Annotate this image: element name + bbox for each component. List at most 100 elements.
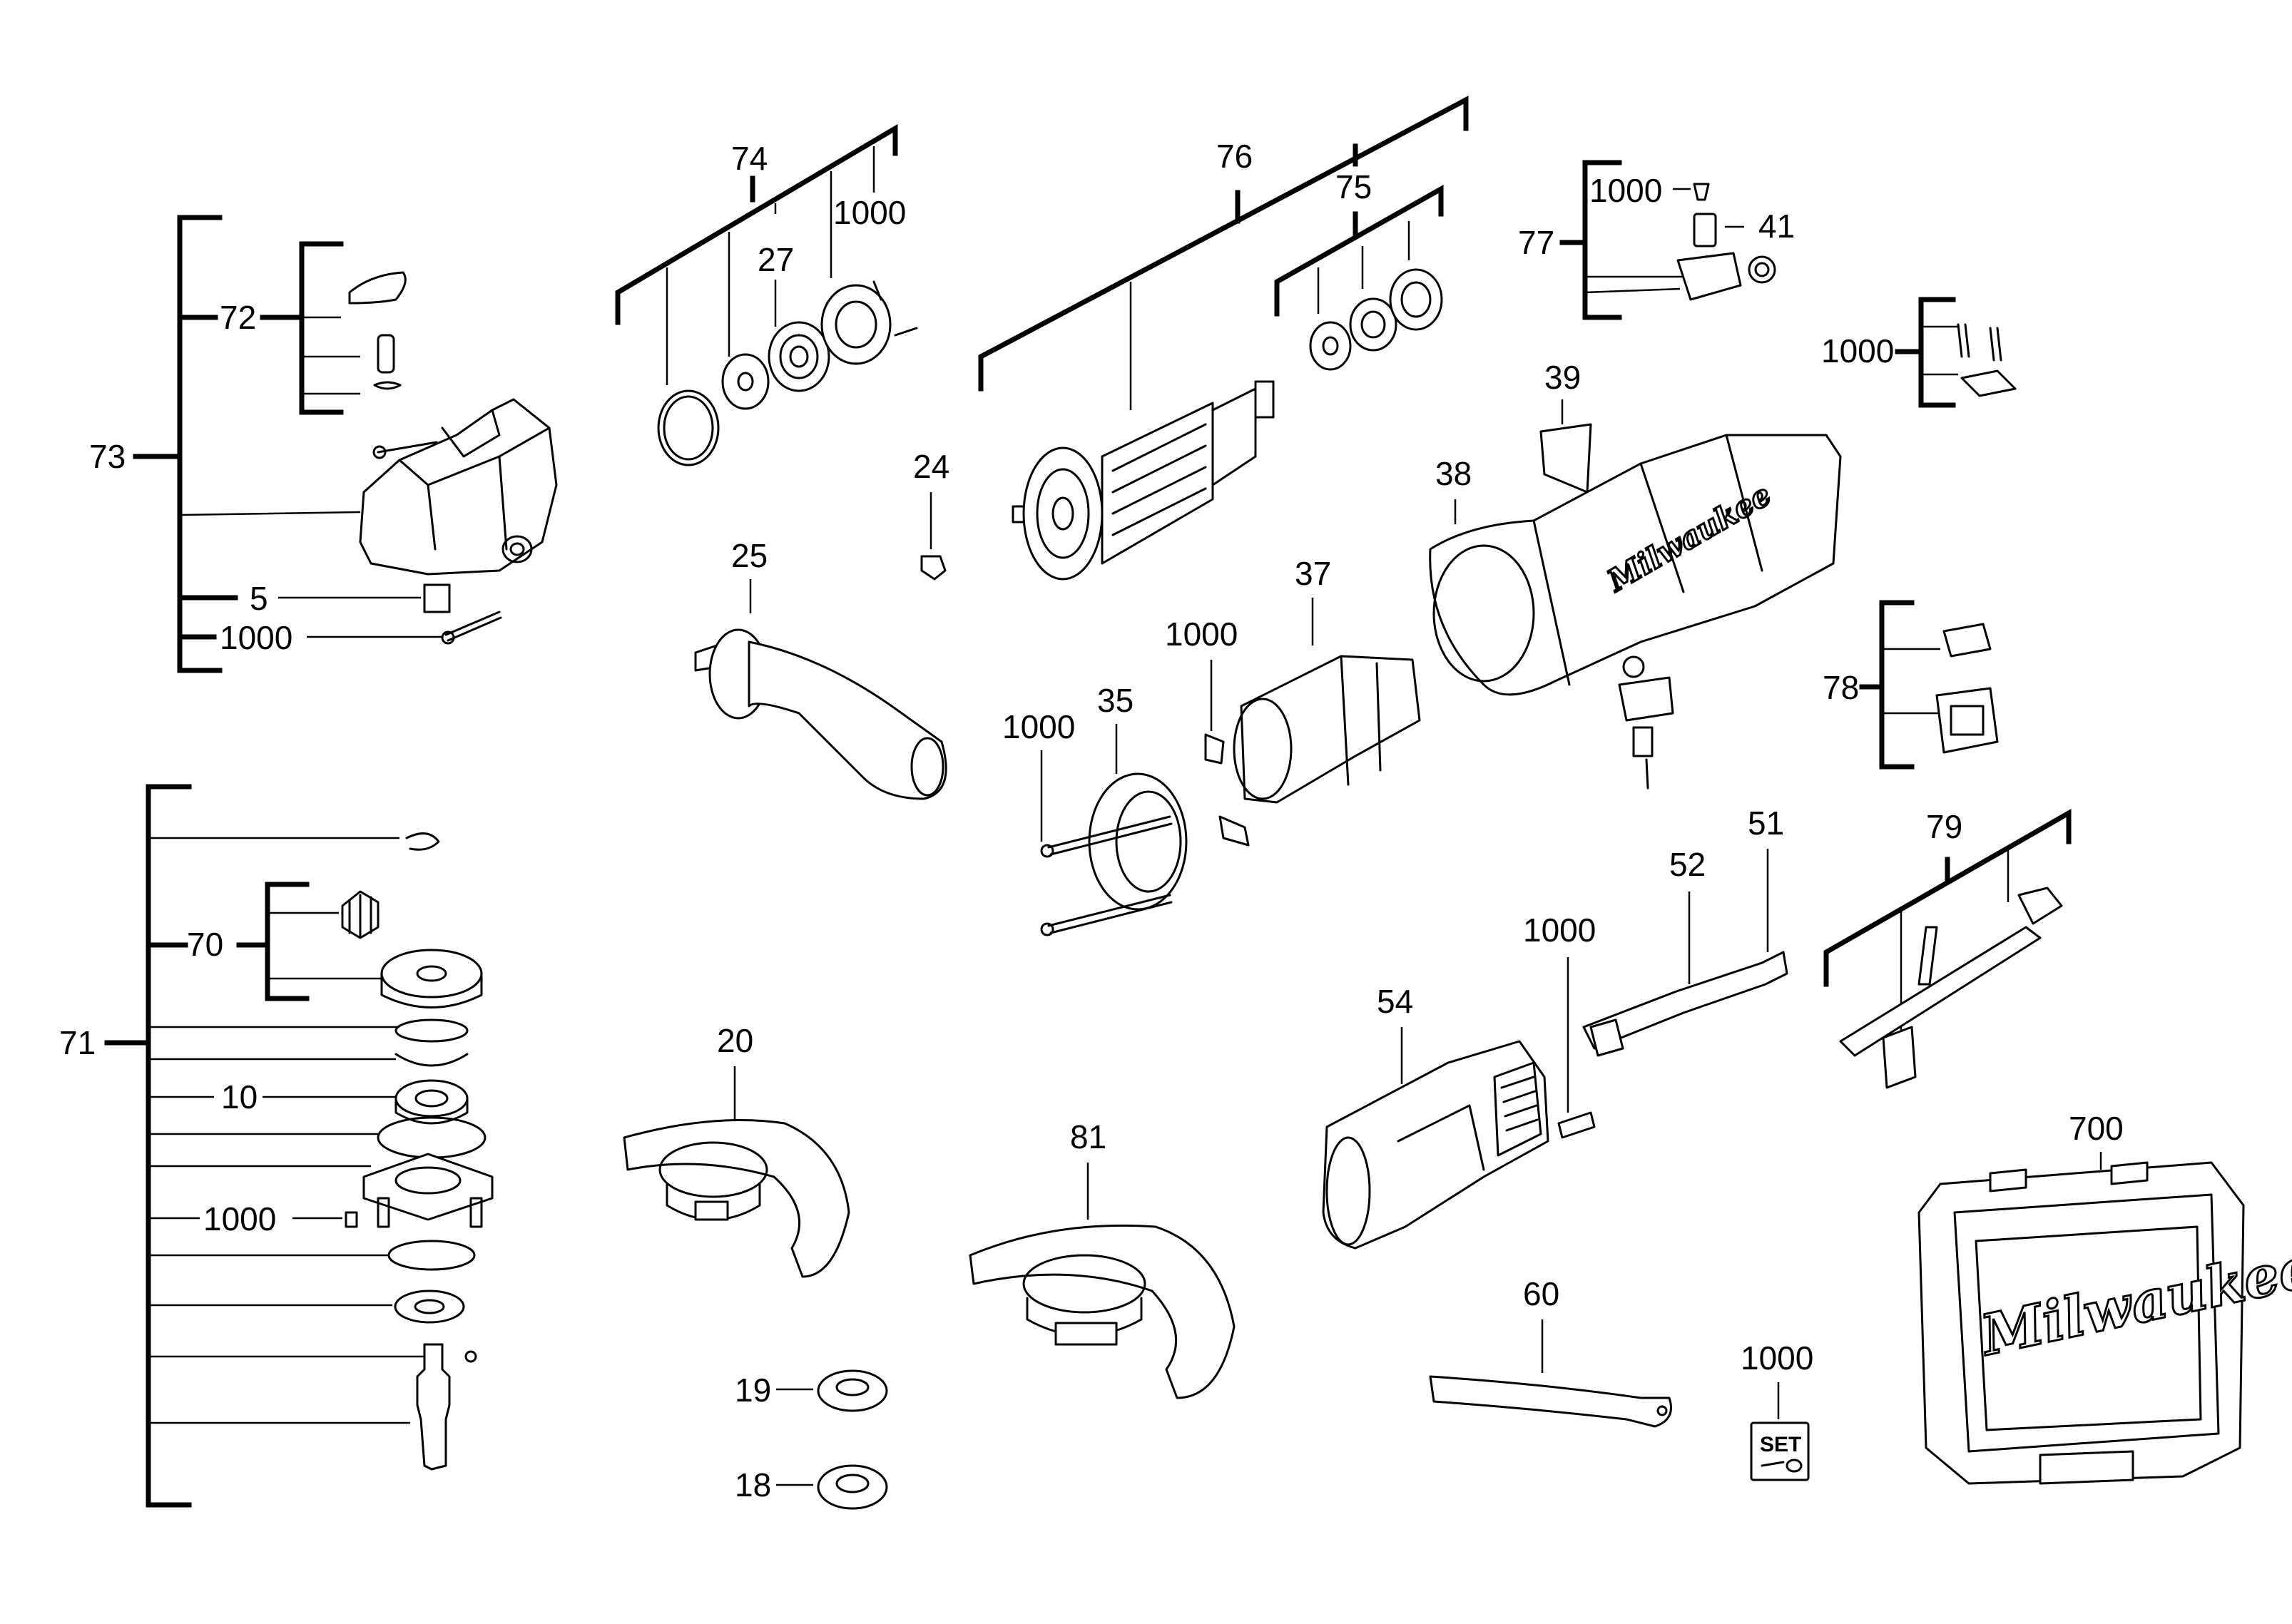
screw-f1 — [1047, 815, 1173, 856]
callout-76: 76 — [1216, 138, 1253, 175]
rear-cover — [1322, 1040, 1549, 1250]
bracket-76 — [978, 96, 1469, 392]
screws-h — [345, 1197, 483, 1228]
bevel-gear — [380, 949, 483, 999]
callout-27: 27 — [758, 241, 794, 278]
guard-81-clamp — [1054, 1322, 1118, 1346]
group-60-spanner: 60 — [1429, 1275, 1672, 1428]
callout-74: 74 — [731, 140, 768, 177]
callout-1000-h: 1000 — [203, 1200, 276, 1237]
callout-1000-b: 1000 — [833, 194, 906, 231]
screw-d1 — [1957, 323, 1970, 358]
callout-52: 52 — [1669, 846, 1706, 883]
callout-18: 18 — [735, 1466, 771, 1503]
group-77-switch: 77 1000 41 — [1518, 160, 1795, 320]
callout-1000-d: 1000 — [1821, 332, 1894, 369]
washer — [721, 353, 770, 410]
switch-rod — [1839, 926, 2042, 1057]
switch-part-41 — [1693, 213, 1717, 247]
armature-tip — [1254, 380, 1275, 419]
key — [464, 1350, 477, 1363]
group-25-side-handle: 24 25 — [694, 448, 949, 800]
bearing-plate — [820, 284, 892, 365]
callout-19: 19 — [735, 1372, 771, 1409]
group-54-rear-cover: 54 — [1322, 983, 1549, 1250]
callout-1000-g: 1000 — [1523, 911, 1596, 949]
switch-knob — [1748, 255, 1776, 284]
callout-10: 10 — [221, 1078, 258, 1115]
bearing-needle — [423, 583, 451, 613]
callout-35: 35 — [1097, 682, 1134, 719]
o-ring — [657, 389, 720, 466]
screw-g — [1557, 1111, 1596, 1139]
group-73-gear-housing: 73 72 5 1000 — [89, 215, 558, 673]
brush-38 — [1632, 726, 1654, 757]
callout-73: 73 — [89, 438, 126, 475]
callout-77: 77 — [1518, 224, 1554, 261]
bracket-74 — [615, 123, 898, 325]
baffle-35 — [1088, 772, 1188, 911]
guard-clamp — [694, 1200, 729, 1221]
bracket-73 — [177, 215, 223, 673]
callout-700: 700 — [2069, 1110, 2124, 1147]
callout-54: 54 — [1377, 983, 1413, 1020]
set-box — [1750, 1421, 1810, 1481]
spring-part — [373, 381, 402, 390]
bracket-72 — [299, 241, 344, 415]
callout-81: 81 — [1070, 1118, 1106, 1155]
group-81-guard: 81 — [969, 1118, 1236, 1399]
callout-39: 39 — [1544, 359, 1581, 396]
callout-71: 71 — [59, 1024, 96, 1061]
washer-75 — [1309, 321, 1352, 371]
bracket-70 — [265, 882, 310, 1001]
clip-e — [1204, 733, 1225, 765]
callout-25: 25 — [731, 537, 768, 574]
callout-5: 5 — [250, 580, 268, 617]
commutator — [1211, 387, 1257, 486]
slider-79 — [1882, 1026, 1917, 1089]
cord-protector — [1582, 951, 1788, 1050]
carry-case — [1917, 1161, 2245, 1485]
screw-d2 — [1989, 327, 2002, 362]
callout-70: 70 — [187, 926, 223, 963]
set-label: SET — [1760, 1433, 1801, 1456]
bracket-78 — [1879, 600, 1915, 770]
switch-body — [1676, 252, 1742, 301]
clip-e2 — [1218, 815, 1250, 847]
bracket-75 — [1274, 185, 1444, 317]
guard-81 — [969, 1224, 1236, 1399]
case-latches — [1989, 1161, 2149, 1193]
screw-part — [444, 611, 502, 642]
lever-part — [348, 271, 407, 305]
guard-20 — [623, 1119, 850, 1278]
pin-part — [377, 334, 395, 374]
bracket-1000-d — [1918, 297, 1956, 408]
group-700-carry-case: 700 Milwaukee — [1917, 1110, 2292, 1485]
callout-72: 72 — [220, 299, 256, 336]
label-plate-39 — [1539, 423, 1592, 494]
clamp-d — [1960, 369, 2017, 397]
brush-holder-38 — [1618, 676, 1674, 722]
group-38-motor-housing: 39 38 Milwaukee — [1429, 359, 1842, 790]
callout-75: 75 — [1335, 168, 1372, 205]
group-37-stator: 37 1000 35 1000 — [1002, 555, 1421, 936]
side-handle — [748, 640, 947, 800]
spindle — [416, 1343, 451, 1471]
callout-51: 51 — [1748, 805, 1784, 842]
callout-1000-a: 1000 — [220, 619, 292, 656]
washer-71 — [394, 1053, 469, 1067]
bearing-10 — [394, 1079, 469, 1118]
group-76-armature: 76 75 — [978, 96, 1469, 581]
spring-washer — [394, 1018, 469, 1043]
brush-holder — [1935, 687, 1999, 754]
bearing-27 — [768, 321, 830, 392]
callout-41: 41 — [1758, 208, 1795, 245]
bracket-71 — [146, 784, 192, 1508]
group-78-brushes: 78 — [1823, 600, 1999, 770]
group-20-guard: 20 — [623, 1022, 850, 1278]
screw-f2 — [1047, 894, 1173, 934]
callout-60: 60 — [1523, 1275, 1559, 1312]
callout-1000-c: 1000 — [1589, 172, 1662, 209]
